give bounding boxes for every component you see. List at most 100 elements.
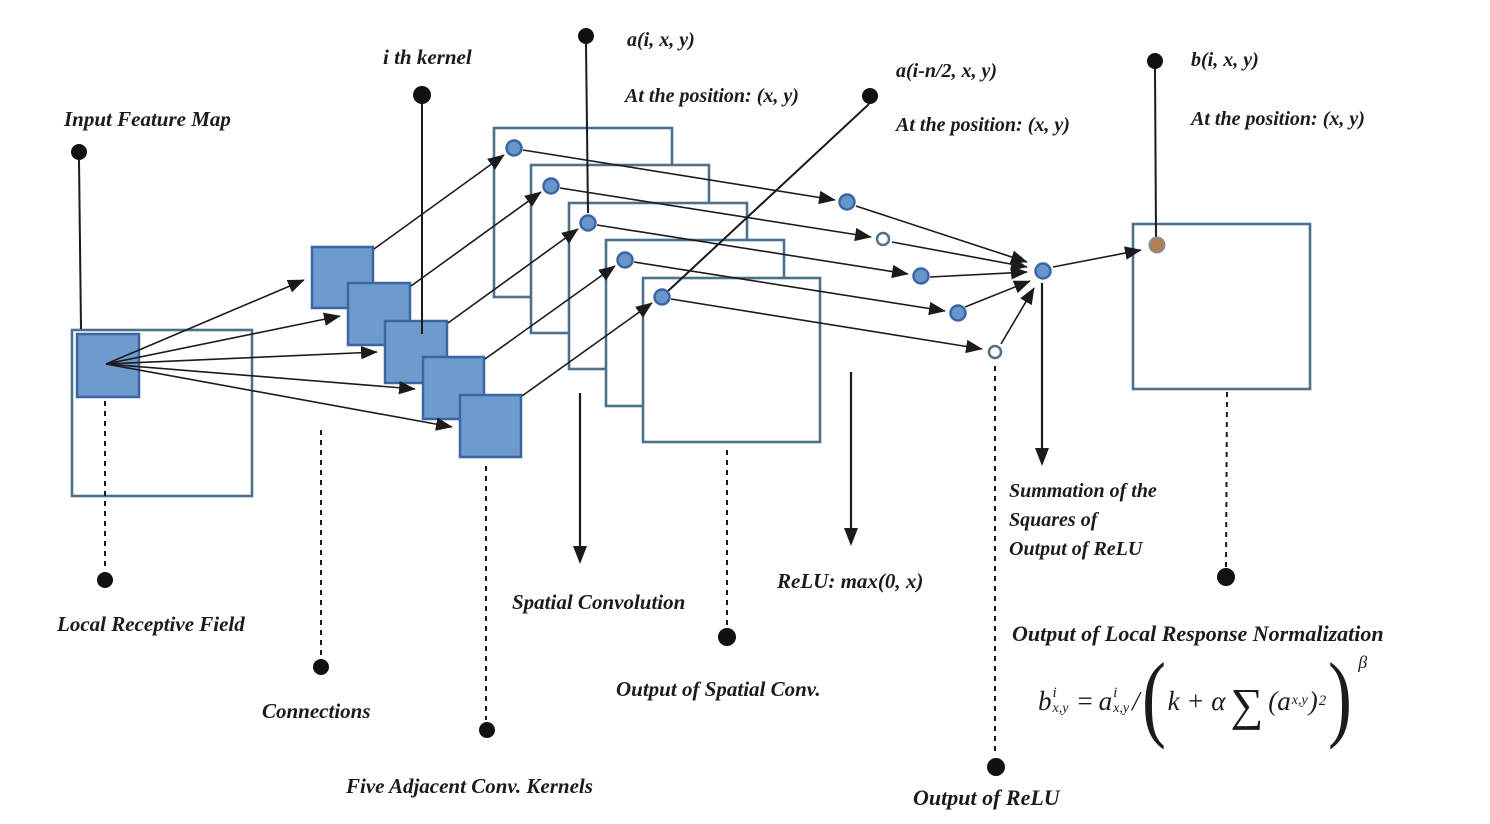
conv-arrow-5	[521, 302, 653, 397]
a-in2-leader	[666, 103, 870, 293]
sum-arrow-1	[855, 205, 1028, 264]
conv-arrow-2	[410, 191, 542, 287]
formula-inner-close: )	[1308, 685, 1318, 716]
a-in2-label: a(i-n/2, x, y)	[896, 60, 998, 82]
conv-arrow-1	[373, 154, 505, 250]
stage-arrows	[573, 283, 1049, 564]
connections-label: Connections	[262, 699, 371, 723]
formula-equals: =	[1077, 685, 1093, 716]
sum-arrow-2	[891, 241, 1028, 271]
input-feature-map	[70, 328, 254, 498]
a-ixy-label: a(i, x, y)	[627, 29, 695, 51]
lrn-output-map-square	[1131, 222, 1312, 391]
output-relu-dot	[987, 758, 1005, 776]
relu-arrow-5	[670, 298, 983, 354]
connection-arrow-4	[105, 363, 416, 395]
output-lrn-dot	[1217, 568, 1235, 586]
relu-label: ReLU: max(0, x)	[777, 569, 924, 593]
at-position-3-label: At the position: (x, y)	[1191, 108, 1365, 130]
callout-dots	[71, 28, 1235, 776]
input-feature-map-dot	[71, 144, 87, 160]
map-pixel-dot-1	[505, 139, 523, 157]
conv-output-map-5	[641, 276, 822, 444]
five-adjacent-kernels-label: Five Adjacent Conv. Kernels	[346, 774, 593, 798]
conv-output-pixel-dots	[505, 139, 671, 306]
relu-dot-4	[949, 304, 967, 322]
callout-lines	[78, 43, 1157, 334]
formula-b: b	[1038, 685, 1052, 716]
conv-arrow-4	[484, 265, 616, 360]
formula-open-paren: (	[1141, 643, 1166, 751]
a-ixy-leader	[585, 43, 589, 214]
relu-arrow-1	[522, 149, 836, 205]
dashed-callout-lines	[104, 366, 1228, 756]
sum-to-output-arrow	[1052, 246, 1142, 268]
a-ixy-dot	[578, 28, 594, 44]
conv-arrow-3	[447, 228, 579, 324]
five-adjacent-kernels-dot	[479, 722, 495, 738]
map-pixel-dot-2	[542, 177, 560, 195]
output-lrn-label: Output of Local Response Normalization	[1012, 621, 1384, 646]
ith-kernel-dot	[413, 86, 431, 104]
relu-output-dots	[838, 193, 1003, 360]
relu-arrow-3	[596, 224, 909, 279]
relu-dot-2-open	[875, 231, 891, 247]
input-feature-map-leader	[78, 159, 82, 330]
summation-node-dot	[1034, 262, 1052, 280]
connection-arrow-1	[105, 279, 305, 365]
relu-dot-1	[838, 193, 856, 211]
input-feature-map-label: Input Feature Map	[64, 107, 231, 131]
formula-k-plus-alpha: k + α	[1167, 685, 1226, 716]
relu-to-sum-arrows	[855, 205, 1035, 345]
input-to-kernel-arrows	[105, 279, 453, 431]
spatial-convolution-label: Spatial Convolution	[512, 590, 686, 614]
output-lrn-dash	[1225, 391, 1228, 568]
map-pixel-dot-5	[653, 288, 671, 306]
relu-arrow-2	[559, 187, 872, 242]
sum-arrow-4	[964, 280, 1031, 308]
b-ixy-leader	[1154, 68, 1157, 239]
output-relu-label: Output of ReLU	[913, 785, 1060, 810]
b-ixy-dot	[1147, 53, 1163, 69]
connection-arrow-5	[105, 363, 453, 431]
formula-a: a	[1098, 685, 1113, 716]
relu-dot-5-open	[987, 344, 1003, 360]
ith-kernel-label: i th kernel	[383, 45, 472, 69]
a-in2-dot	[862, 88, 878, 104]
connection-arrow-2	[105, 312, 341, 365]
formula-sigma: ∑	[1230, 678, 1264, 730]
formula-close-paren: )	[1328, 643, 1353, 751]
at-position-2-label: At the position: (x, y)	[896, 114, 1070, 136]
map-pixel-dot-4	[616, 251, 634, 269]
summation-label: Summation of the Squares of Output of Re…	[1009, 480, 1157, 560]
formula-inner-sub: x,y	[1291, 693, 1308, 708]
formula-inner-open: (	[1268, 685, 1278, 716]
formula-slash: /	[1132, 685, 1140, 716]
map-to-relu-arrows	[522, 149, 983, 354]
at-position-1-label: At the position: (x, y)	[625, 85, 799, 107]
relu-dot-3	[912, 267, 930, 285]
formula-beta: β	[1358, 652, 1368, 672]
sum-arrow-3	[929, 266, 1028, 280]
lrn-output-pixel-dot	[1148, 236, 1166, 254]
spatial-convolution-arrow-head	[573, 546, 587, 564]
summation-arrow-head	[1035, 448, 1049, 466]
output-spatial-conv-label: Output of Spatial Conv.	[616, 677, 821, 701]
formula-squared: 2	[1318, 692, 1327, 709]
local-receptive-field-label: Local Receptive Field	[57, 612, 245, 636]
connection-arrow-3	[105, 345, 378, 365]
b-ixy-label: b(i, x, y)	[1191, 49, 1259, 71]
relu-arrow-4	[633, 261, 946, 316]
connections-dot	[313, 659, 329, 675]
output-spatial-conv-dot	[718, 628, 736, 646]
conv-kernels	[310, 245, 523, 459]
local-receptive-field-dot	[97, 572, 113, 588]
sum-arrow-5	[1000, 287, 1035, 345]
kernel-5	[458, 393, 523, 459]
formula-inner-a: a	[1277, 685, 1291, 716]
